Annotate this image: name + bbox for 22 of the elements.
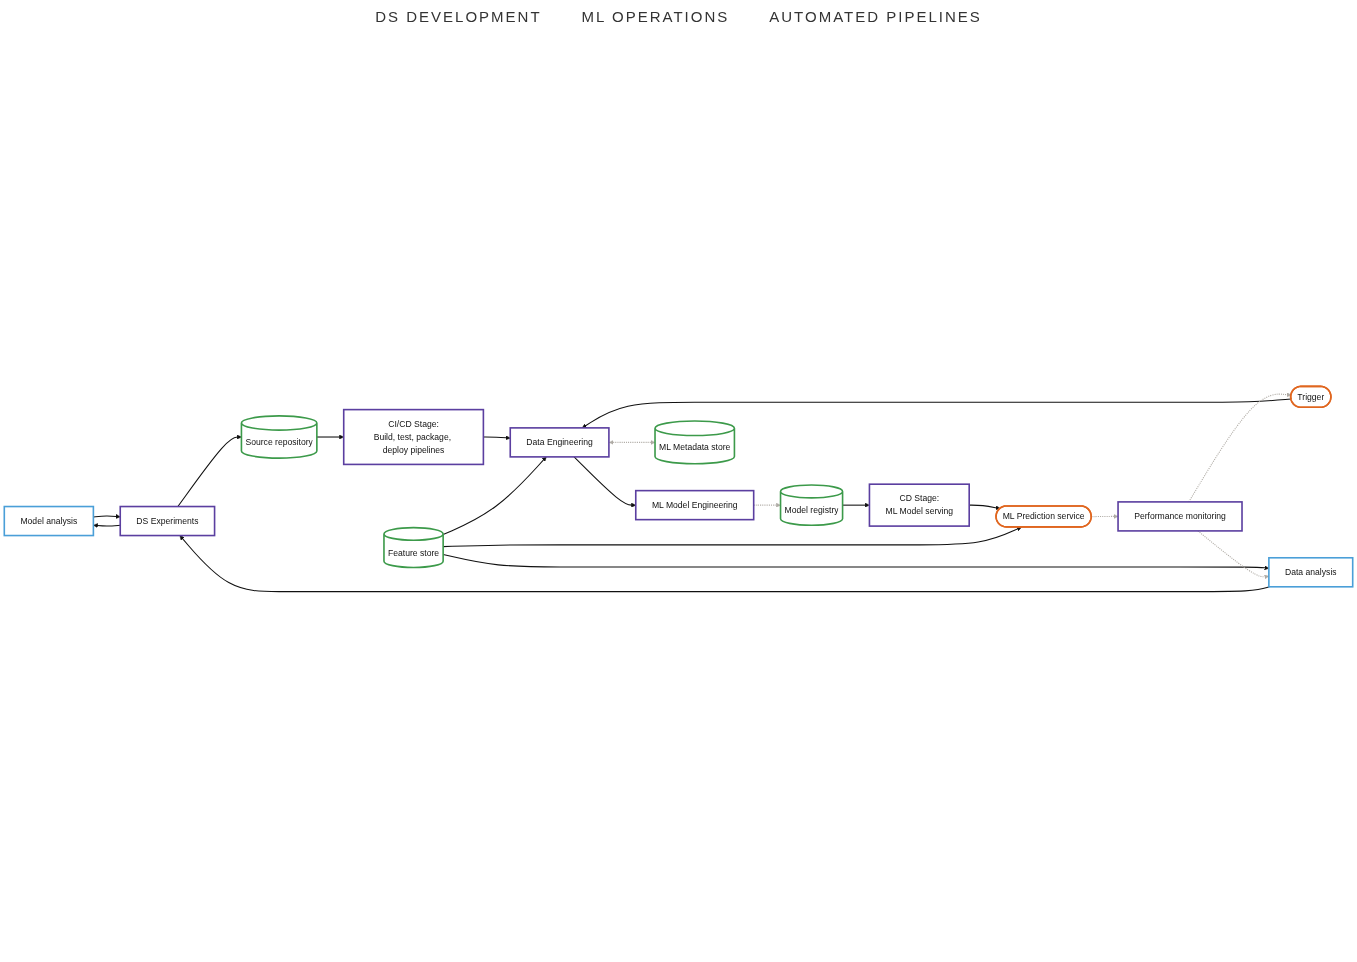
- arrow: [179, 535, 1270, 593]
- node-box: CD Stage: ML Model serving: [868, 483, 970, 527]
- node-box: ML Model Engineering: [634, 489, 755, 521]
- arrow: [93, 523, 121, 528]
- section-label: ML OPERATIONS: [581, 8, 730, 25]
- arrow: [573, 456, 636, 508]
- node-box: Performance monitoring: [1117, 501, 1243, 532]
- node-box: CI/CD Stage: Build, test, package, deploy pipelines: [342, 408, 485, 466]
- arrow: [1188, 392, 1292, 503]
- node-box: DS Experiments: [119, 505, 216, 537]
- section-label: DS DEVELOPMENT: [375, 8, 542, 25]
- node-box: Data Engineering: [509, 427, 610, 458]
- arrow: [442, 526, 1022, 548]
- arrow: [442, 456, 547, 536]
- node-box: Model analysis: [3, 505, 95, 537]
- arrow: [842, 502, 870, 508]
- section-label: AUTOMATED PIPELINES: [769, 8, 982, 25]
- arrow: [177, 434, 242, 508]
- arrow: [753, 502, 781, 508]
- node-box: Data analysis: [1268, 557, 1354, 588]
- arrow: [608, 440, 656, 445]
- arrow: [316, 434, 344, 440]
